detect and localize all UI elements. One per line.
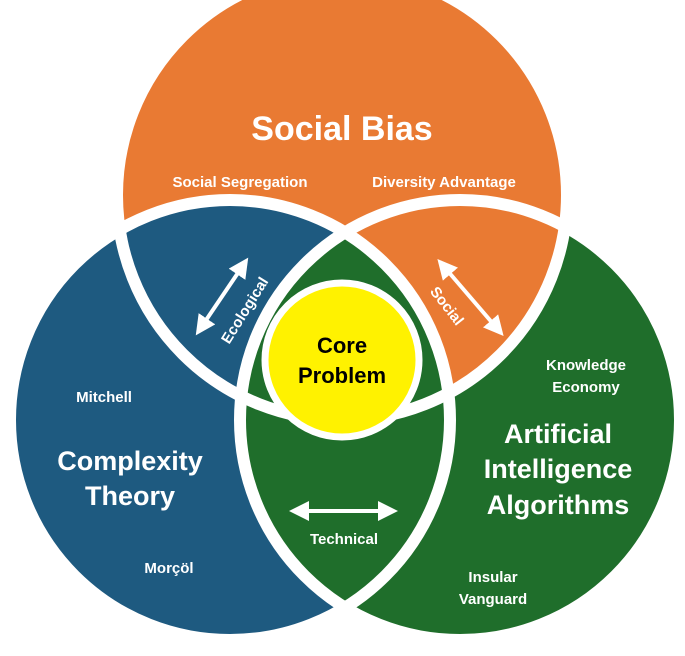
economy-label: Economy	[552, 379, 620, 396]
social-segregation-label: Social Segregation	[172, 174, 307, 191]
social-bias-title: Social Bias	[251, 110, 432, 148]
core-circle	[261, 279, 423, 441]
ai-algorithms-line-1: Artificial	[504, 419, 612, 449]
vanguard-label: Vanguard	[459, 591, 527, 608]
mitchell-label: Mitchell	[76, 389, 132, 406]
social-double-arrow	[437, 258, 504, 337]
core-line-1: Core	[317, 333, 367, 358]
knowledge-label: Knowledge	[546, 357, 626, 374]
technical-label: Technical	[310, 531, 378, 548]
ai-algorithms-line-3: Algorithms	[487, 490, 630, 520]
separator-right	[234, 194, 685, 646]
diversity-advantage-label: Diversity Advantage	[372, 174, 516, 191]
insular-label: Insular	[468, 569, 517, 586]
complexity-theory-line-1: Complexity	[57, 446, 203, 476]
complexity-theory-line-2: Theory	[85, 481, 175, 511]
separator-left	[4, 194, 456, 646]
core-line-2: Problem	[298, 363, 386, 388]
ecological-double-arrow	[195, 257, 249, 336]
ai-algorithms-line-2: Intelligence	[484, 454, 633, 484]
morcol-label: Morçöl	[144, 560, 193, 577]
